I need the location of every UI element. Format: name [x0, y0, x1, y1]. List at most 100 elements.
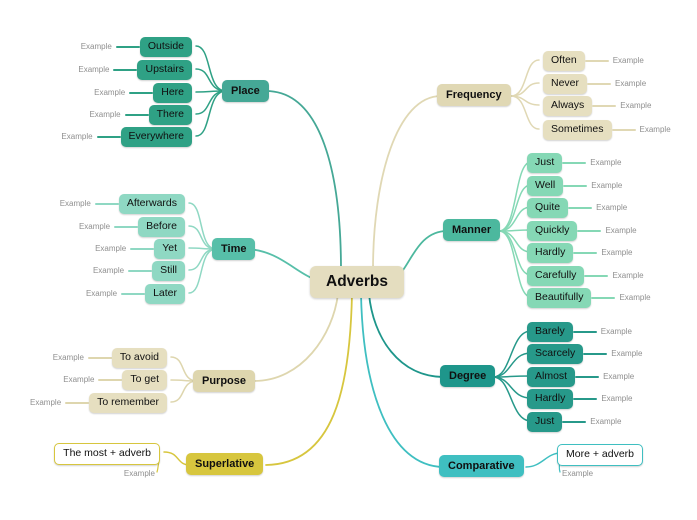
example-label: Example [61, 132, 93, 142]
example-label: Example [80, 42, 112, 52]
leaf-row: Hardly Example [527, 389, 636, 409]
leaf-node-frequency-never[interactable]: Never [543, 74, 588, 94]
leaf-node-time-yet[interactable]: Yet [154, 239, 185, 259]
leaf-node-degree-scarcely[interactable]: Scarcely [527, 344, 584, 364]
branch-node-time[interactable]: Time [212, 238, 256, 261]
leaf-row: Sometimes Example [543, 120, 675, 140]
comparative-child-links [525, 452, 562, 473]
example-label: Example [562, 469, 594, 478]
leaf-node-purpose-to-get[interactable]: To get [122, 370, 167, 390]
leaf-node-manner-just[interactable]: Just [527, 153, 563, 173]
leaf-node-manner-well[interactable]: Well [527, 176, 564, 196]
leaf-node-manner-hardly[interactable]: Hardly [527, 243, 574, 263]
branch-node-place[interactable]: Place [222, 80, 269, 103]
leaf-node-place-there[interactable]: There [148, 105, 192, 125]
leaf-node-manner-beautifully[interactable]: Beautifully [527, 288, 592, 308]
example-connector-line [128, 270, 153, 272]
leaf-row: Example Everywhere [57, 127, 192, 147]
branch-node-degree[interactable]: Degree [440, 365, 496, 388]
branch-node-frequency[interactable]: Frequency [437, 84, 511, 107]
leaf-node-frequency-often[interactable]: Often [543, 51, 585, 71]
example-label: Example [85, 289, 118, 299]
example-connector-line [65, 402, 90, 404]
example-connector-line [129, 92, 154, 94]
leaf-node-place-everywhere[interactable]: Everywhere [120, 127, 192, 147]
leaf-node-place-outside[interactable]: Outside [139, 37, 192, 57]
example-connector-line [121, 293, 146, 295]
example-connector-line [573, 252, 598, 254]
leaf-node-manner-carefully[interactable]: Carefully [527, 266, 585, 286]
example-connector-line [592, 105, 617, 107]
frequency-child-links [510, 59, 540, 130]
leaf-row: Just Example [527, 412, 625, 432]
trunk-time [245, 248, 315, 280]
leaf-node-place-here[interactable]: Here [153, 83, 192, 103]
branch-node-manner[interactable]: Manner [443, 219, 501, 242]
trunk-purpose [253, 293, 339, 382]
leaf-node-purpose-to-remember[interactable]: To remember [89, 393, 167, 413]
leaf-row: Hardly Example [527, 243, 636, 263]
leaf-row: Well Example [527, 176, 626, 196]
branch-node-superlative[interactable]: Superlative [186, 453, 264, 476]
example-label: Example [123, 469, 155, 478]
leaf-node-time-before[interactable]: Before [138, 217, 185, 237]
example-label: Example [596, 203, 628, 213]
leaf-row: Example Yet [91, 239, 185, 259]
leaf-node-comparative-more-adverb[interactable]: More + adverb [557, 444, 643, 466]
leaf-row: Example Later [82, 284, 185, 304]
example-label: Example [92, 266, 125, 276]
example-connector-line [562, 421, 587, 423]
leaf-node-degree-almost[interactable]: Almost [527, 367, 576, 387]
example-label: Example [619, 293, 651, 303]
example-label: Example [78, 65, 110, 75]
leaf-node-degree-just[interactable]: Just [527, 412, 563, 432]
leaf-node-superlative-the-most-adverb[interactable]: The most + adverb [54, 443, 160, 465]
leaf-node-time-afterwards[interactable]: Afterwards [118, 194, 185, 214]
example-connector-line [563, 185, 588, 187]
leaf-row: Scarcely Example [527, 344, 646, 364]
leaf-row: Just Example [527, 153, 625, 173]
leaf-node-manner-quite[interactable]: Quite [527, 198, 569, 218]
leaf-node-purpose-to-avoid[interactable]: To avoid [111, 348, 167, 368]
example-label: Example [89, 110, 121, 120]
leaf-row: Example Before [75, 217, 185, 237]
example-label: Example [603, 372, 635, 382]
example-label: Example [59, 199, 91, 209]
example-connector-line [130, 248, 155, 250]
trunk-comparative [360, 293, 444, 468]
center-node-adverbs[interactable]: Adverbs [310, 266, 405, 298]
example-connector-line [587, 83, 612, 85]
example-label: Example [601, 248, 633, 258]
leaf-row: Example To avoid [49, 348, 167, 368]
leaf-node-time-later[interactable]: Later [145, 284, 185, 304]
example-label: Example [639, 125, 671, 135]
example-connector-line [577, 230, 602, 232]
example-label: Example [605, 226, 637, 236]
leaf-row: Example To remember [26, 393, 167, 413]
leaf-node-frequency-always[interactable]: Always [543, 96, 593, 116]
leaf-row: Example Still [89, 261, 185, 281]
example-label: Example [94, 88, 126, 98]
example-label: Example [590, 158, 622, 168]
branch-node-purpose[interactable]: Purpose [193, 370, 256, 393]
example-connector-line [124, 114, 149, 116]
example-connector-line [572, 331, 597, 333]
leaf-node-manner-quickly[interactable]: Quickly [527, 221, 578, 241]
leaf-row: Quickly Example [527, 221, 641, 241]
leaf-node-frequency-sometimes[interactable]: Sometimes [543, 120, 612, 140]
example-connector-line [584, 275, 609, 277]
leaf-node-degree-hardly[interactable]: Hardly [527, 389, 574, 409]
leaf-row: Example To get [59, 370, 167, 390]
leaf-node-place-upstairs[interactable]: Upstairs [137, 60, 192, 80]
leaf-row: Carefully Example [527, 266, 648, 286]
leaf-node-time-still[interactable]: Still [152, 261, 185, 281]
example-label: Example [590, 417, 622, 427]
leaf-node-degree-barely[interactable]: Barely [527, 322, 573, 342]
example-connector-line [115, 46, 140, 48]
example-label: Example [612, 56, 644, 66]
example-connector-line [96, 136, 121, 138]
branch-node-comparative[interactable]: Comparative [439, 455, 524, 478]
example-connector-line [114, 226, 139, 228]
